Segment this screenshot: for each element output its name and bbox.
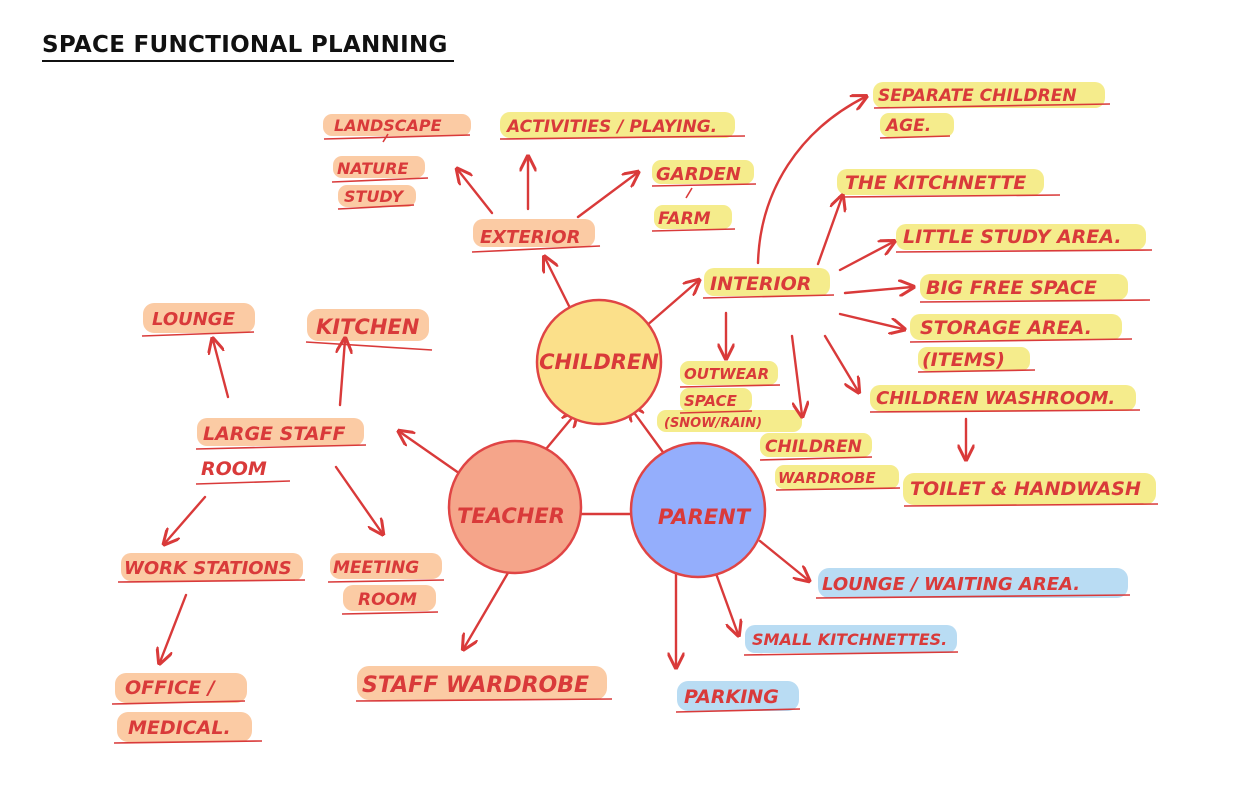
arrow-parent-kitchnettes [712,566,738,634]
label-parking: PARKING [684,686,779,708]
teacher-circle [447,439,583,575]
arrow-interior-bigfree [843,287,912,293]
arrow-staff-kitchen [340,340,345,407]
label-lounge-waiting: LOUNGE / WAITING AREA. [822,574,1080,595]
label-separate-1: SEPARATE CHILDREN [878,86,1077,106]
label-toilet: TOILET & HANDWASH [910,478,1141,500]
arrow-staff-meeting [334,465,382,533]
label-children-wardrobe-1: CHILDREN [765,437,862,457]
arrow-teacher-wardrobe [464,564,514,648]
arrow-staff-workstations [165,495,207,543]
highlights [115,82,1156,742]
arrow-workstations-office [160,593,188,662]
label-landscape: LANDSCAPE [334,116,442,135]
arrow-staff-lounge [213,340,230,399]
label-items: (ITEMS) [922,349,1005,371]
label-storage: STORAGE AREA. [920,317,1092,339]
label-staff-room: ROOM [201,458,267,480]
arrow-teacher-staffroom [400,432,468,480]
label-interior: INTERIOR [710,273,811,295]
label-meeting-room: ROOM [358,590,417,610]
label-separate-2: AGE. [884,116,931,136]
arrow-interior-wardrobe [790,334,802,415]
label-washroom: CHILDREN WASHROOM. [876,388,1115,409]
label-space: SPACE [684,392,738,410]
label-farm: FARM [658,209,711,229]
children-circle [535,298,663,426]
label-nature: NATURE [337,159,408,178]
label-study: STUDY [344,187,404,206]
underlines [111,103,1159,744]
label-kitchnette: THE KITCHNETTE [845,172,1026,194]
parent-label: PARENT [658,505,752,529]
hub-children: CHILDREN [535,298,663,426]
label-work-stations: WORK STATIONS [124,558,292,579]
arrow-interior-kitchnette [816,197,842,266]
arrow-exterior-garden [576,173,637,219]
arrow-children-interior [643,281,698,329]
label-small-kitchnettes: SMALL KITCHNETTES. [752,630,947,649]
hub-parent: PARENT [629,441,767,579]
label-activities: ACTIVITIES / PLAYING. [505,117,717,137]
arrow-interior-study [838,242,893,272]
label-lounge: LOUNGE [152,309,236,330]
hub-teacher: TEACHER [447,439,583,575]
label-big-free: BIG FREE SPACE [926,277,1097,299]
parent-circle [629,441,767,579]
label-large-staff: LARGE STAFF [203,423,345,445]
teacher-label: TEACHER [457,504,565,528]
arrow-parent-lounge [758,539,808,580]
arrow-interior-washroom [823,334,858,391]
children-label: CHILDREN [539,350,659,374]
label-staff-wardrobe: STAFF WARDROBE [362,673,589,698]
arrow-interior-separate [756,97,865,265]
label-meeting: MEETING [333,558,419,578]
label-office: OFFICE / [125,677,217,699]
label-garden: GARDEN [656,164,741,185]
label-outwear: OUTWEAR [684,365,769,383]
label-little-study: LITTLE STUDY AREA. [903,226,1122,248]
arrow-interior-storage [838,312,903,329]
node-labels: EXTERIOR LANDSCAPE NATURE STUDY ACTIVITI… [124,86,1141,739]
label-exterior: EXTERIOR [480,227,580,248]
arrow-exterior-nature [458,170,494,215]
label-medical: MEDICAL. [128,717,231,739]
label-kitchen: KITCHEN [316,315,420,339]
label-snow-rain: (SNOW/RAIN) [664,416,762,431]
page-title: SPACE FUNCTIONAL PLANNING [42,30,454,62]
label-children-wardrobe-2: WARDROBE [778,469,876,487]
arrow-children-exterior [545,258,574,314]
